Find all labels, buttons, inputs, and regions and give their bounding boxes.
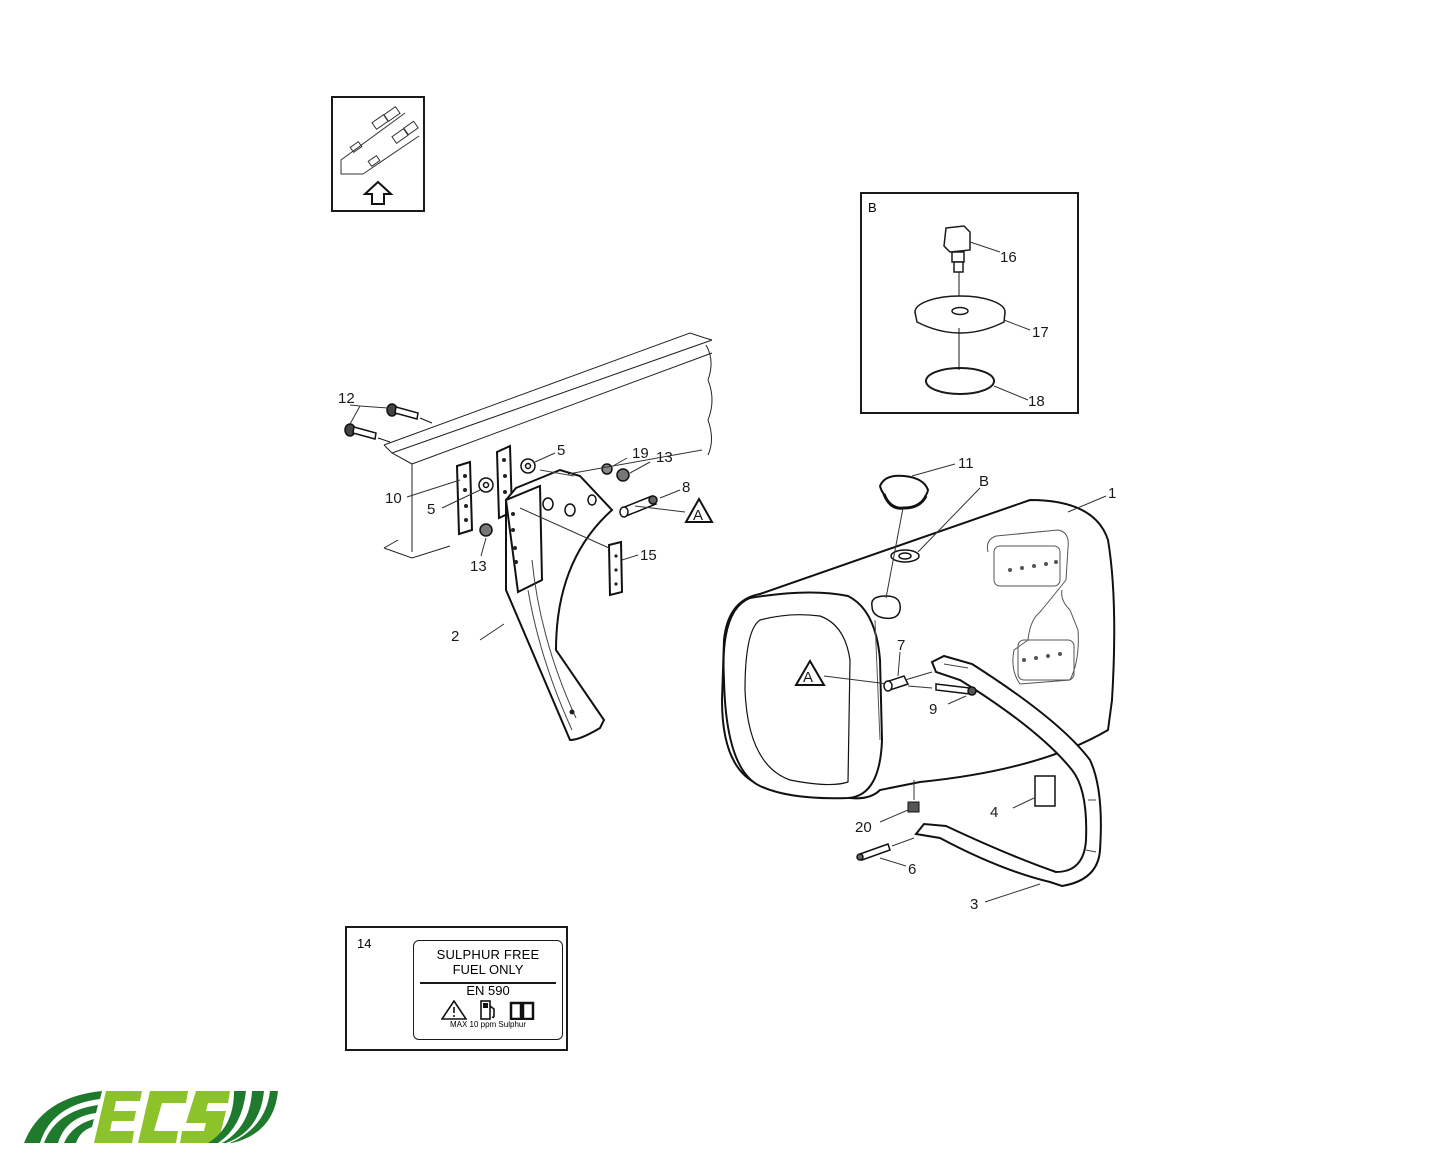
label-divider (420, 982, 556, 984)
label-line-2: FUEL ONLY (452, 962, 524, 977)
callout-12: 12 (338, 390, 355, 407)
label-box-number: 14 (357, 936, 372, 951)
manual-book-icon (509, 1001, 535, 1020)
label-standard: EN 590 (466, 983, 510, 998)
callout-5b: 5 (427, 501, 435, 518)
callout-8: 8 (682, 479, 690, 496)
ecs-logo (22, 1087, 278, 1150)
detail-box-b: B 16 17 18 (860, 192, 1079, 414)
callout-13b: 13 (470, 558, 487, 575)
callout-13a: 13 (656, 449, 673, 466)
svg-text:A: A (693, 507, 703, 524)
o-ring-part (925, 367, 995, 395)
callout-5a: 5 (557, 442, 565, 459)
callout-b: B (979, 473, 989, 490)
callout-16: 16 (1000, 249, 1017, 266)
callout-17: 17 (1032, 324, 1049, 341)
callout-2: 2 (451, 628, 459, 645)
callout-20: 20 (855, 819, 872, 836)
fuel-pump-icon (480, 1000, 495, 1020)
callout-1: 1 (1108, 485, 1116, 502)
drain-plug-part (943, 225, 971, 312)
filler-cap-11-part (878, 474, 930, 510)
orientation-box (331, 96, 425, 212)
callout-6: 6 (908, 861, 916, 878)
callout-18: 18 (1028, 393, 1045, 410)
pin-7-part (883, 675, 910, 692)
label-line-1: SULPHUR FREE (436, 947, 540, 962)
cap-plate-part (914, 295, 1006, 370)
pin-9-part (935, 683, 977, 696)
label-footer: MAX 10 ppm Sulphur (449, 1020, 527, 1029)
callout-15: 15 (640, 547, 657, 564)
callout-7: 7 (897, 637, 905, 654)
bolt-12-parts (344, 403, 433, 443)
callout-9: 9 (929, 701, 937, 718)
reference-a-marker-1: A (684, 496, 714, 524)
fuel-tank-1-part (720, 498, 1116, 800)
label-4-part (1034, 775, 1056, 807)
forward-arrow-icon (362, 180, 394, 205)
warning-triangle-icon (441, 1000, 467, 1020)
strap-3-part (914, 654, 1102, 888)
svg-text:A: A (803, 669, 813, 686)
callout-4: 4 (990, 804, 998, 821)
drain-20-part (907, 801, 920, 813)
sulphur-free-fuel-label: SULPHUR FREE FUEL ONLY EN 590 MAX 10 ppm… (413, 940, 563, 1040)
vehicle-direction-arrow-icon (340, 106, 420, 205)
callout-3: 3 (970, 896, 978, 913)
callout-19: 19 (632, 445, 649, 462)
detail-box-label: B (868, 200, 877, 215)
reference-a-marker-2: A (794, 659, 826, 686)
callout-10: 10 (385, 490, 402, 507)
callout-11: 11 (958, 455, 974, 472)
pin-6-part (856, 843, 891, 861)
fuel-label-box-14: 14 SULPHUR FREE FUEL ONLY EN 590 MAX 10 … (345, 926, 568, 1051)
frame-rail-part (383, 332, 713, 559)
